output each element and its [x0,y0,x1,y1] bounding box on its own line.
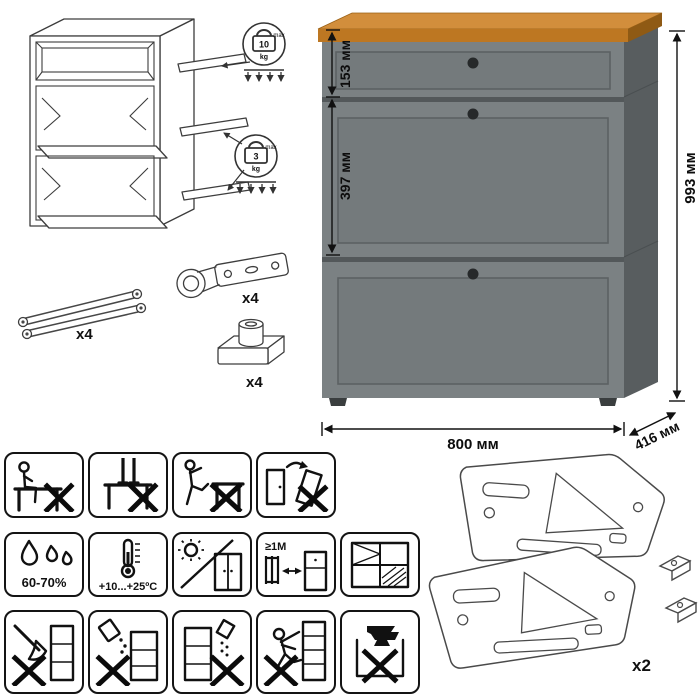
hinges-count-label: x4 [242,290,259,307]
middle-flap-front [337,108,609,244]
no-sitting-icon [4,452,84,518]
no-direct-sunlight-icon [172,532,252,597]
dimension-lines: 153 мм 397 мм 993 мм 800 мм 416 мм [321,29,699,453]
foot-hardware [217,318,285,365]
exploded-view-drawing: 10 kg max 3 kg max [29,18,286,229]
feet-count-label: x4 [246,374,263,391]
dim-width-label: 800 мм [447,436,498,453]
drawer-weight-max: max [273,33,284,39]
humidity-range-icon: 60-70% [4,532,84,597]
temperature-value: +10...+25ºC [99,581,158,592]
hinge-hardware [176,252,289,299]
drawer-front [335,51,611,90]
side-frame-2 [427,543,640,671]
cabinet-foot-left [329,398,347,406]
no-abrasives-icon [172,610,252,694]
flap-weight-value: 3 [253,152,258,162]
drawer-knob [467,57,479,69]
cabinet-foot-right [599,398,617,406]
flap-weight-unit: kg [252,166,260,173]
heater-distance-icon: ≥1M [256,532,336,597]
no-impact-icon [4,610,84,694]
no-standing-icon [88,452,168,518]
shoe-cabinet-illustration: 153 мм 397 мм 993 мм 800 мм 416 мм [317,12,699,453]
flap-weight-limit-badge: 3 kg max [223,132,278,195]
anti-tip-warning-icon [256,452,336,518]
no-heavy-load-icon [340,610,420,694]
drawer-weight-value: 10 [259,40,269,50]
dim-height-label: 993 мм [682,152,699,203]
middle-flap-knob [467,108,479,120]
care-icons-grid: 60-70% +10...+25ºC [4,452,420,694]
wood-top [317,12,663,42]
no-children-climbing-icon [256,610,336,694]
bottom-flap-front [337,268,609,385]
no-liquids-icon [88,610,168,694]
no-climbing-icon [172,452,252,518]
dim-middle-section-label: 397 мм [337,152,353,200]
drawer-weight-limit-badge: 10 kg max [221,22,286,83]
exploded-flap-front-1 [179,117,249,137]
frame-clip-1 [658,555,692,582]
flap-weight-max: max [265,145,276,151]
frame-clip-2 [664,597,698,624]
temperature-range-icon: +10...+25ºC [88,532,168,597]
panels-count-label: x2 [632,656,651,675]
dim-top-section-label: 153 мм [337,40,353,88]
drawer-weight-unit: kg [260,54,268,61]
bottom-flap-knob [467,268,479,280]
stays-count-label: x4 [76,326,93,343]
ventilation-window-icon [340,532,420,597]
cabinet-side-panel [624,26,658,398]
heater-distance-value: ≥1M [265,541,286,553]
humidity-value: 60-70% [22,575,67,590]
side-frames-illustration [427,448,698,671]
cabinet-outline [29,18,251,229]
lid-stays-hardware [17,288,147,340]
